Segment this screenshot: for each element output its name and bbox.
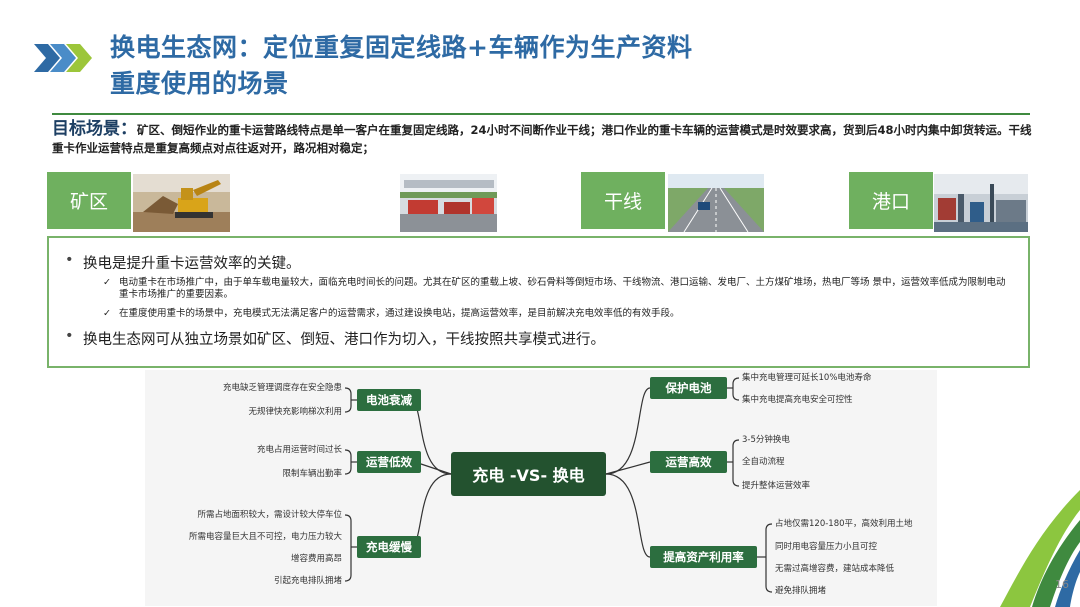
target-text: 矿区、倒短作业的重卡运营路线特点是单一客户在重复固定线路，24小时不间断作业干线… (52, 123, 1032, 155)
node-battery-decay: 电池衰减 (357, 389, 421, 411)
scene-mine-label: 矿区 (47, 172, 131, 229)
leaf: 避免排队拥堵 (775, 586, 827, 596)
leaf: 占地仅需120-180平，高效利用土地 (775, 519, 913, 529)
node-protect-battery: 保护电池 (650, 377, 727, 399)
scene-trunk-label: 干线 (581, 172, 665, 229)
mine-excavator-photo (133, 174, 230, 232)
check-icon: ✓ (103, 277, 111, 288)
bullet-1: • 换电是提升重卡运营效率的关键。 (65, 252, 301, 273)
leaf: 无需过高增容费，建站成本降低 (775, 564, 895, 574)
check-1: ✓ 电动重卡在市场推广中，由于单车载电量较大，面临充电时间长的问题。尤其在矿区的… (103, 277, 1013, 301)
leaf: 所需占地面积较大，需设计较大停车位 (197, 510, 342, 520)
leaf: 集中充电提高充电安全可控性 (742, 395, 853, 405)
chevron-arrows-icon (34, 44, 92, 72)
title-divider (52, 113, 1030, 115)
bullet-1-text: 换电是提升重卡运营效率的关键。 (83, 256, 301, 272)
highway-photo (668, 174, 764, 232)
check-2-text: 在重度使用重卡的场景中，充电模式无法满足客户的运营需求，通过建设换电站，提高运营… (119, 308, 680, 319)
leaf: 3-5分钟换电 (742, 435, 790, 445)
check-icon: ✓ (103, 308, 111, 319)
title-line-2: 重度使用的场景 (110, 69, 289, 98)
port-photo (934, 174, 1028, 232)
leaf: 限制车辆出勤率 (282, 469, 342, 479)
node-high-efficiency: 运营高效 (650, 451, 727, 473)
target-scenario: 目标场景：矿区、倒短作业的重卡运营路线特点是单一客户在重复固定线路，24小时不间… (52, 120, 1037, 157)
leaf: 无规律快充影响梯次利用 (248, 407, 342, 417)
bullet-mark: • (65, 328, 74, 344)
check-1-text: 电动重卡在市场推广中，由于单车载电量较大，面临充电时间长的问题。尤其在矿区的重载… (119, 277, 1006, 300)
mindmap-center: 充电 -VS- 换电 (451, 452, 606, 496)
node-slow-charging: 充电缓慢 (357, 536, 421, 558)
check-2: ✓ 在重度使用重卡的场景中，充电模式无法满足客户的运营需求，通过建设换电站，提高… (103, 308, 1013, 320)
target-label: 目标场景： (52, 119, 137, 139)
leaf: 充电占用运营时间过长 (256, 445, 342, 455)
page-title: 换电生态网：定位重复固定线路+车辆作为生产资料 重度使用的场景 (110, 30, 692, 102)
mindmap: 充电 -VS- 换电 电池衰减 运营低效 充电缓慢 保护电池 运营高效 提高资产… (145, 370, 937, 606)
leaf: 充电缺乏管理调度存在安全隐患 (222, 383, 342, 393)
leaf: 同时用电容量压力小且可控 (775, 542, 878, 552)
leaf: 全自动流程 (742, 457, 785, 467)
bullet-2: • 换电生态网可从独立场景如矿区、倒短、港口作为切入，干线按照共享模式进行。 (65, 328, 605, 349)
corner-decoration (1000, 490, 1080, 607)
scene-port-label: 港口 (849, 172, 933, 229)
leaf: 所需电容量巨大且不可控，电力压力较大 (188, 532, 342, 542)
leaf: 引起充电排队拥堵 (273, 576, 342, 586)
leaf: 集中充电管理可延长10%电池寿命 (742, 373, 872, 383)
bullet-mark: • (65, 252, 74, 268)
node-asset-utilization: 提高资产利用率 (650, 546, 757, 568)
trucks-photo (400, 174, 497, 232)
title-line-1: 换电生态网：定位重复固定线路+车辆作为生产资料 (110, 33, 693, 62)
bullet-2-text: 换电生态网可从独立场景如矿区、倒短、港口作为切入，干线按照共享模式进行。 (83, 332, 605, 348)
leaf: 提升整体运营效率 (742, 481, 811, 491)
leaf: 增容费用高昂 (290, 554, 342, 564)
node-low-efficiency: 运营低效 (357, 451, 421, 473)
info-box: • 换电是提升重卡运营效率的关键。 ✓ 电动重卡在市场推广中，由于单车载电量较大… (47, 236, 1030, 368)
page-number: 16 (1055, 578, 1069, 591)
